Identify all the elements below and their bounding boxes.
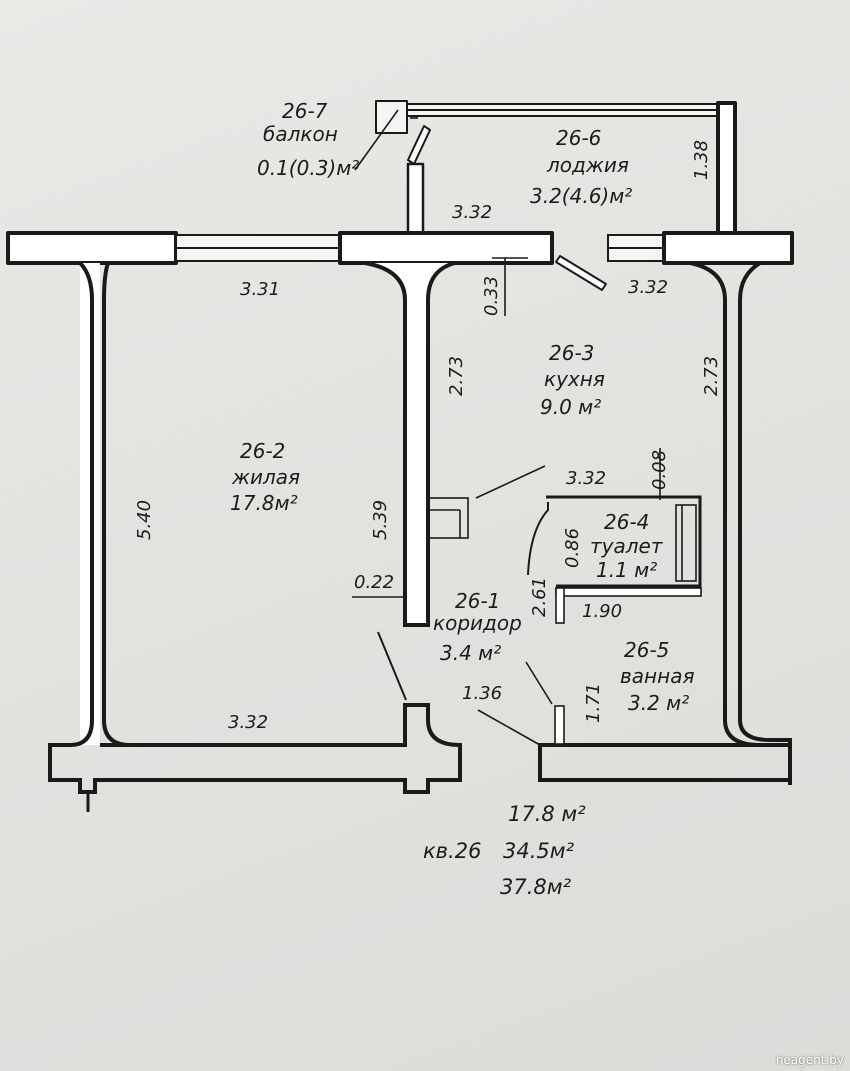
room-balcony: 26-7 балкон 0.1(0.3)м² xyxy=(257,99,359,180)
partition-living-kitchen xyxy=(364,261,546,627)
svg-text:3.32: 3.32 xyxy=(566,468,606,489)
svg-text:3.31: 3.31 xyxy=(240,279,280,300)
svg-text:26-6: 26-6 xyxy=(556,126,601,150)
wet-rooms-partitions xyxy=(352,257,702,746)
room-kitchen: 26-3 кухня 9.0 м² xyxy=(540,341,605,419)
balcony-structure xyxy=(354,100,737,238)
svg-text:кв.26: кв.26 xyxy=(423,839,481,863)
svg-text:9.0 м²: 9.0 м² xyxy=(540,395,601,419)
svg-text:2.73: 2.73 xyxy=(701,356,722,396)
svg-text:0.1(0.3)м²: 0.1(0.3)м² xyxy=(257,156,359,180)
svg-text:2.73: 2.73 xyxy=(446,356,467,396)
svg-text:1.1 м²: 1.1 м² xyxy=(596,558,657,582)
svg-text:26-2: 26-2 xyxy=(240,439,285,463)
room-corridor: 26-1 коридор 3.4 м² xyxy=(433,589,522,665)
svg-text:1.90: 1.90 xyxy=(582,601,622,622)
svg-text:3.4 м²: 3.4 м² xyxy=(440,641,501,665)
svg-text:26-5: 26-5 xyxy=(624,638,669,662)
svg-text:0.33: 0.33 xyxy=(481,276,502,316)
svg-text:3.2(4.6)м²: 3.2(4.6)м² xyxy=(530,184,632,208)
svg-text:туалет: туалет xyxy=(590,534,664,558)
svg-text:ванная: ванная xyxy=(620,664,694,688)
svg-text:2.61: 2.61 xyxy=(529,577,550,617)
dimension-labels: 1.38 3.32 3.31 3.32 0.33 2.73 2.73 3.32 … xyxy=(134,140,722,733)
top-wall xyxy=(6,231,794,291)
svg-text:1.36: 1.36 xyxy=(462,683,502,704)
room-living: 26-2 жилая 17.8м² xyxy=(230,439,300,515)
svg-text:5.40: 5.40 xyxy=(134,500,155,540)
svg-text:3.2 м²: 3.2 м² xyxy=(628,691,689,715)
svg-text:коридор: коридор xyxy=(433,611,522,635)
svg-text:26-7: 26-7 xyxy=(282,99,328,123)
left-wall xyxy=(69,261,131,747)
svg-text:3.32: 3.32 xyxy=(452,202,492,223)
svg-text:лоджия: лоджия xyxy=(546,153,629,177)
svg-text:5.39: 5.39 xyxy=(370,500,391,540)
svg-text:3.32: 3.32 xyxy=(228,712,268,733)
svg-text:0.08: 0.08 xyxy=(649,450,670,490)
svg-text:26-3: 26-3 xyxy=(549,341,594,365)
svg-text:жилая: жилая xyxy=(231,465,300,489)
svg-text:17.8 м²: 17.8 м² xyxy=(508,802,586,826)
svg-text:34.5м²: 34.5м² xyxy=(503,839,575,863)
svg-text:1.71: 1.71 xyxy=(583,683,604,723)
room-toilet: 26-4 туалет 1.1 м² xyxy=(590,510,664,582)
svg-text:кухня: кухня xyxy=(544,367,605,391)
svg-text:37.8м²: 37.8м² xyxy=(500,875,572,899)
right-wall xyxy=(689,261,792,785)
svg-text:0.22: 0.22 xyxy=(354,572,394,593)
room-loggia: 26-6 лоджия 3.2(4.6)м² xyxy=(530,126,632,208)
svg-text:26-4: 26-4 xyxy=(604,510,649,534)
svg-text:17.8м²: 17.8м² xyxy=(230,491,298,515)
room-bath: 26-5 ванная 3.2 м² xyxy=(620,638,694,715)
svg-text:3.32: 3.32 xyxy=(628,277,668,298)
watermark: neagent.by xyxy=(775,1053,844,1067)
svg-text:1.38: 1.38 xyxy=(691,140,712,180)
svg-text:26-1: 26-1 xyxy=(455,589,500,613)
svg-text:балкон: балкон xyxy=(263,122,338,146)
bottom-wall xyxy=(48,631,792,812)
area-summary: 17.8 м² кв.26 34.5м² 37.8м² xyxy=(423,802,586,899)
svg-text:0.86: 0.86 xyxy=(562,528,583,568)
